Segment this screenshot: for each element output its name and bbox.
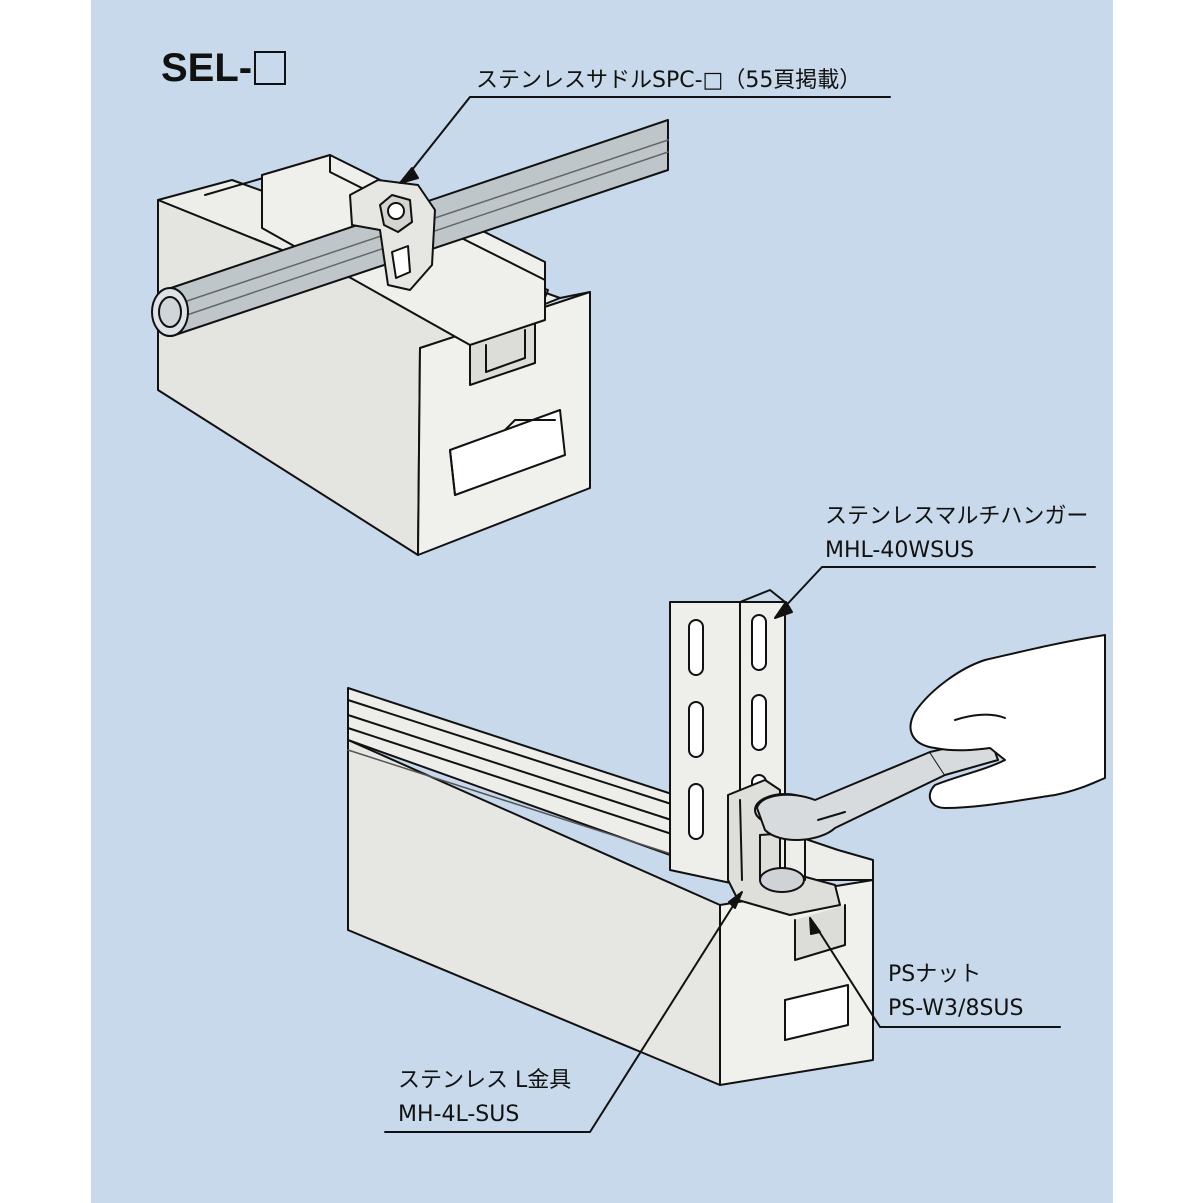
bracket-leader xyxy=(384,891,743,1133)
top-saddle-leader xyxy=(399,96,891,184)
bracket-callout-code: MH-4L-SUS xyxy=(398,1102,520,1127)
hanger-leader xyxy=(774,566,1096,619)
hanger-callout-code: MHL-40WSUS xyxy=(825,538,975,563)
hanger-callout-name: ステンレスマルチハンガー xyxy=(825,504,1089,529)
top-saddle-clamp xyxy=(349,179,436,291)
nut-callout-code: PS-W3/8SUS xyxy=(888,996,1024,1021)
model-title: SEL- xyxy=(161,44,287,92)
bracket-callout-name: ステンレス L金具 xyxy=(398,1068,572,1093)
model-title-prefix: SEL- xyxy=(161,46,253,90)
nut-callout-name: PSナット xyxy=(888,962,982,987)
bottom-hand xyxy=(909,634,1106,809)
saddle-callout: ステンレスサドルSPC-□（55頁掲載） xyxy=(476,68,862,93)
nut-leader xyxy=(809,917,1061,1028)
placeholder-box-icon xyxy=(254,51,287,85)
